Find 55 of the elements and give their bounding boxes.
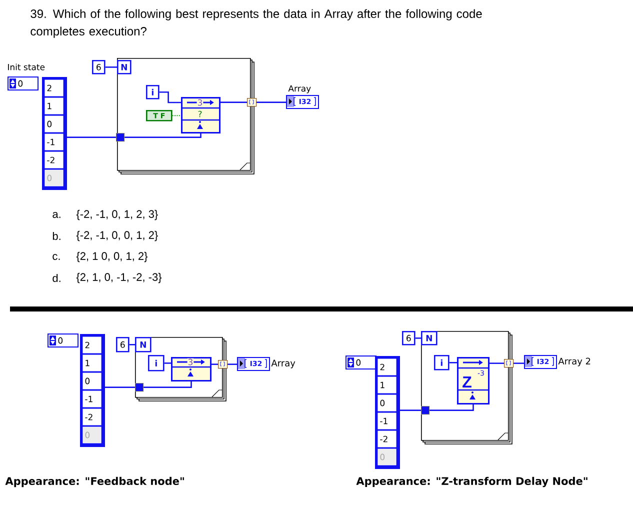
wire [449, 362, 457, 364]
wire [400, 410, 421, 411]
array-constant: 0 2 1 0 -1 -2 0 [48, 334, 105, 447]
node-label: 0 [356, 359, 361, 366]
wire [105, 66, 117, 68]
array-constant: Init state 0 2 1 0 -1 -2 0 [8, 64, 67, 190]
node-label: 0 [58, 337, 63, 344]
wire [172, 115, 182, 116]
wire [256, 102, 286, 103]
iteration-terminal: i [148, 355, 164, 372]
option-letter: c. [52, 254, 60, 260]
array-constant: 0 2 1 0 -1 -2 0 [346, 356, 400, 469]
option-letter: b. [52, 232, 60, 240]
node-label: 0 [18, 80, 23, 87]
wire [105, 386, 135, 388]
wire [430, 404, 474, 411]
option-text: {2, 1, 0, -1, -2, -3} [76, 272, 162, 284]
wire [220, 102, 247, 103]
wire [124, 134, 202, 138]
tunnel [116, 133, 125, 142]
wire [67, 136, 116, 138]
numeric-constant: 6 [116, 337, 130, 352]
feedback-node: 3 ? [181, 97, 220, 134]
option-text: {-2, -1, 0, 1, 2, 3} [76, 210, 158, 220]
question-text: 39. Which of the following best represents the data in Array after the following code completes execution? [30, 9, 482, 38]
node-label: Array [271, 360, 296, 368]
wire [490, 362, 504, 364]
wire [415, 338, 421, 339]
count-terminal: N [117, 60, 132, 74]
wire [159, 92, 181, 104]
wire [129, 344, 135, 346]
wire [164, 362, 171, 364]
option-text: {-2, -1, 0, 0, 1, 2} [76, 230, 158, 242]
indexing-tunnel [247, 98, 257, 107]
count-terminal: N [135, 337, 152, 352]
option-text: {2, 1 0, 0, 1, 2} [76, 252, 148, 262]
option-letter: d. [52, 274, 60, 282]
iteration-terminal: i [146, 85, 160, 100]
tunnel [135, 383, 144, 392]
caption-text: Appearance: "Feedback node" [5, 476, 184, 488]
option-letter: a. [52, 212, 60, 218]
wire [212, 364, 218, 365]
feedback-node: 3 [171, 357, 212, 382]
node-label: Init state [8, 64, 45, 70]
iteration-terminal: i [434, 355, 450, 370]
tunnel [421, 406, 430, 415]
count-terminal: N [421, 331, 438, 346]
wire [228, 364, 237, 365]
numeric-constant: 6 [92, 60, 106, 74]
node-label: Array [288, 85, 311, 94]
indexing-tunnel [218, 360, 228, 369]
node-label: Array 2 [558, 358, 590, 366]
numeric-constant: 6 [402, 331, 416, 346]
wire [514, 362, 524, 364]
wire [144, 382, 192, 388]
